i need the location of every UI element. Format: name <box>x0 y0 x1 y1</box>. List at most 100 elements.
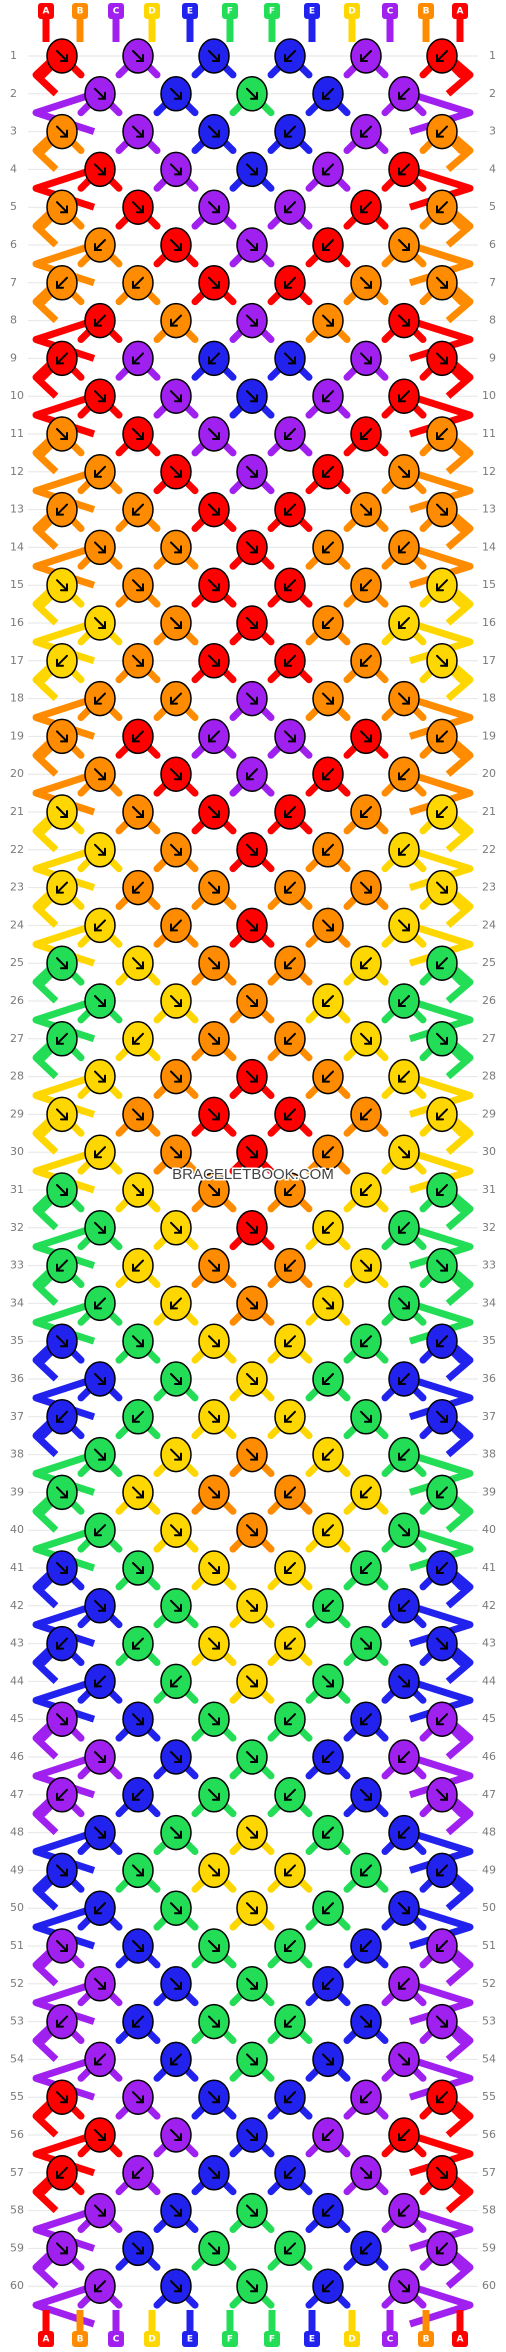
knot-direction-arrow <box>132 1864 144 1877</box>
knot-direction-arrow <box>208 806 220 818</box>
row-label-left: 39 <box>10 1485 24 1498</box>
knot-direction-arrow <box>246 1221 258 1234</box>
strand-letter: F <box>269 7 275 17</box>
strand-end-tab <box>382 2331 398 2347</box>
knot-direction-arrow <box>360 2242 372 2255</box>
row-label-right: 20 <box>482 767 496 780</box>
row-label-right: 25 <box>482 956 496 969</box>
knot-direction-arrow <box>170 1373 182 1385</box>
knot-direction-arrow <box>56 50 68 62</box>
knot-direction-arrow <box>436 957 448 970</box>
knot-direction-arrow <box>436 2242 448 2255</box>
knot-direction-arrow <box>398 1902 410 1915</box>
row-label-left: 53 <box>10 2015 24 2028</box>
knot-direction-arrow <box>322 919 334 932</box>
knot-direction-arrow <box>322 2204 334 2217</box>
knot-direction-arrow <box>208 125 220 138</box>
knot-direction-arrow <box>56 352 68 365</box>
row-label-left: 46 <box>10 1750 24 1763</box>
knot-direction-arrow <box>56 1184 68 1196</box>
knot-direction-arrow <box>436 276 448 289</box>
knot-direction-arrow <box>94 2280 106 2293</box>
knot-direction-arrow <box>398 768 410 781</box>
knot-direction-arrow <box>132 1940 144 1952</box>
knot-direction-arrow <box>436 806 448 818</box>
row-label-left: 43 <box>10 1637 24 1650</box>
knot-direction-arrow <box>360 125 372 138</box>
strand-end-tab <box>382 3 398 19</box>
knot-direction-arrow <box>170 617 182 629</box>
knot-direction-arrow <box>170 541 182 554</box>
knot-direction-arrow <box>436 1713 448 1726</box>
knot-direction-arrow <box>360 352 372 365</box>
knot-direction-arrow <box>246 1826 258 1839</box>
knot-direction-arrow <box>436 50 448 62</box>
row-label-right: 19 <box>482 729 496 742</box>
knot-direction-arrow <box>208 1335 220 1348</box>
strand-letter: C <box>113 2335 120 2345</box>
knot-direction-arrow <box>360 1637 372 1650</box>
row-label-right: 27 <box>482 1032 496 1045</box>
knot-direction-arrow <box>360 1032 372 1045</box>
row-label-right: 14 <box>482 540 496 553</box>
strand-letter: E <box>309 2335 315 2345</box>
knot-direction-arrow <box>246 314 258 327</box>
row-label-left: 45 <box>10 1712 24 1725</box>
knot-direction-arrow <box>360 1788 372 1801</box>
knot-direction-arrow <box>94 1826 106 1839</box>
row-label-left: 52 <box>10 1977 24 1990</box>
row-label-right: 54 <box>482 2052 496 2065</box>
strand-letter: C <box>387 7 394 17</box>
row-label-left: 41 <box>10 1561 24 1574</box>
knot-direction-arrow <box>322 995 334 1007</box>
row-number-labels: 1234567891011121314151617181920212223242… <box>10 49 496 2292</box>
row-label-left: 17 <box>10 654 24 667</box>
knot-direction-arrow <box>56 1864 68 1877</box>
knot-direction-arrow <box>360 1259 372 1272</box>
knot-direction-arrow <box>284 806 296 818</box>
knot-direction-arrow <box>360 1486 372 1499</box>
knot-direction-arrow <box>322 617 334 629</box>
knot-direction-arrow <box>398 617 410 629</box>
knot-direction-arrow <box>246 1902 258 1915</box>
knot-direction-arrow <box>284 2015 296 2028</box>
strand-end-tab <box>222 2331 238 2347</box>
knot-direction-arrow <box>94 1070 106 1083</box>
knot-direction-arrow <box>56 503 68 516</box>
row-label-right: 8 <box>489 314 496 327</box>
knot-direction-arrow <box>322 1675 334 1688</box>
strand-letter: A <box>457 2335 464 2345</box>
row-label-right: 21 <box>482 805 496 818</box>
knot-direction-arrow <box>132 1184 144 1196</box>
knot-direction-arrow <box>398 692 410 705</box>
knot-direction-arrow <box>208 50 220 62</box>
knot-direction-arrow <box>132 1410 144 1423</box>
knot-direction-arrow <box>208 2166 220 2179</box>
knot-direction-arrow <box>94 87 106 100</box>
knot-direction-arrow <box>94 995 106 1007</box>
row-label-right: 9 <box>489 351 496 364</box>
knot-direction-arrow <box>436 1032 448 1045</box>
row-label-left: 11 <box>10 427 24 440</box>
knot-direction-arrow <box>170 1675 182 1688</box>
strand-letter: E <box>309 7 315 17</box>
knot-direction-arrow <box>360 1864 372 1877</box>
knot-direction-arrow <box>132 2242 144 2255</box>
row-label-left: 47 <box>10 1788 24 1801</box>
knot-direction-arrow <box>56 2242 68 2255</box>
knot-direction-arrow <box>170 843 182 856</box>
row-label-right: 42 <box>482 1599 496 1612</box>
knot-direction-arrow <box>170 1221 182 1234</box>
knot-direction-arrow <box>436 1637 448 1650</box>
knot-direction-arrow <box>94 919 106 932</box>
knot-direction-arrow <box>208 276 220 289</box>
knot-direction-arrow <box>398 239 410 251</box>
row-label-left: 13 <box>10 503 24 516</box>
knot-direction-arrow <box>132 1713 144 1726</box>
knot-direction-arrow <box>94 1524 106 1537</box>
row-label-right: 45 <box>482 1712 496 1725</box>
knot-direction-arrow <box>132 1562 144 1574</box>
strand-end-tab <box>182 3 198 19</box>
knot-direction-arrow <box>284 730 296 743</box>
